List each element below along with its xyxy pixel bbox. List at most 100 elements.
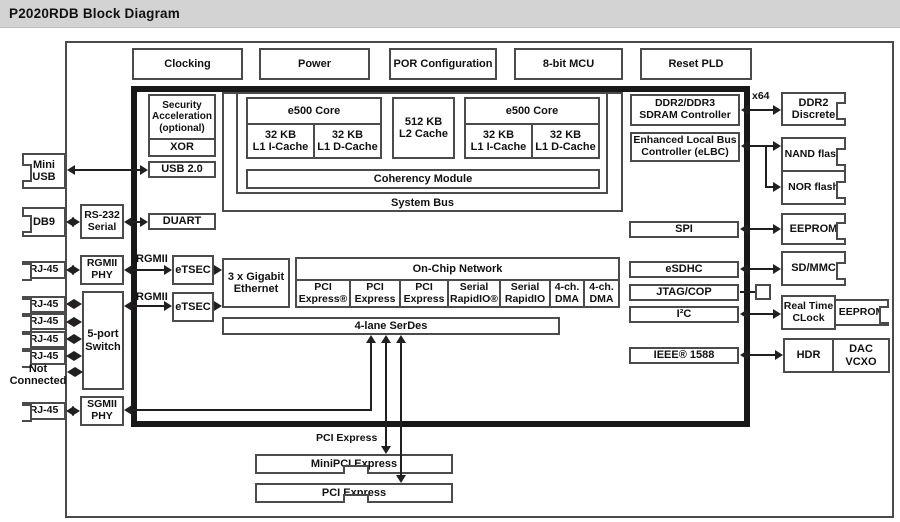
rs232-serial: RS-232 Serial	[80, 204, 124, 239]
etsec1-block: eTSEC	[172, 255, 214, 285]
rj45-connector-2: RJ-45	[22, 296, 66, 316]
core1-l1-dcache: 32 KB L1 D-Cache	[313, 123, 382, 159]
e500-core-1: e500 Core	[246, 97, 382, 125]
coherency-module: Coherency Module	[246, 169, 600, 189]
wire-arrow	[366, 335, 376, 343]
rj45-connector-5: RJ-45	[22, 348, 66, 368]
wire-arrow	[740, 224, 748, 234]
block-por-configuration: POR Configuration	[389, 48, 497, 80]
minipci-express-slot: MiniPCI Express	[255, 454, 453, 474]
cell-pci-express-1: PCI Express®	[297, 281, 351, 306]
coherency-domain	[236, 92, 608, 194]
pci-express-wire-label: PCI Express	[316, 432, 378, 444]
wire-arrow	[124, 405, 132, 415]
jtag-header-pad	[755, 284, 771, 300]
wire-arrow	[740, 264, 748, 274]
wire	[400, 343, 402, 475]
etsec2-block: eTSEC	[172, 292, 214, 322]
mini-usb-connector: Mini USB	[22, 153, 66, 189]
wire-arrow	[396, 475, 406, 483]
security-acceleration: Security Acceleration (optional)	[148, 94, 216, 140]
nor-flash: NOR flash	[781, 170, 846, 205]
i2c-block: I²C	[629, 306, 739, 323]
wire-arrow	[741, 141, 749, 151]
wire	[130, 269, 166, 271]
core2-l1-icache: 32 KB L1 I-Cache	[464, 123, 533, 159]
wire-arrow	[773, 224, 781, 234]
five-port-switch: 5-port Switch	[82, 291, 124, 390]
cell-serial-rapidio-1: Serial RapidIO®	[449, 281, 501, 306]
rgmii-wire-label-2: RGMII	[136, 291, 168, 303]
wire	[370, 343, 372, 411]
block-8bit-mcu: 8-bit MCU	[514, 48, 623, 80]
sgmii-phy: SGMII PHY	[80, 396, 124, 426]
wire-arrow	[740, 350, 748, 360]
esdhc-block: eSDHC	[629, 261, 739, 278]
wire-arrow	[381, 335, 391, 343]
on-chip-network-title: On-Chip Network	[297, 259, 618, 281]
block-reset-pld: Reset PLD	[640, 48, 752, 80]
elbc-controller: Enhanced Local Bus Controller (eLBC)	[630, 132, 740, 162]
wire-arrow	[741, 105, 749, 115]
core1-l1-icache: 32 KB L1 I-Cache	[246, 123, 315, 159]
not-connected-label: Not Connected	[9, 363, 67, 388]
wire-arrow	[74, 317, 82, 327]
wire-arrow	[773, 141, 781, 151]
page-title: P2020RDB Block Diagram	[9, 6, 180, 21]
wire-arrow	[773, 264, 781, 274]
dac-vcxo: DAC VCXO	[832, 338, 890, 373]
wire	[746, 268, 775, 270]
wire-arrow	[164, 301, 172, 311]
e500-core-2: e500 Core	[464, 97, 600, 125]
x64-bus-label: x64	[752, 90, 770, 102]
wire-arrow	[124, 217, 132, 227]
wire-arrow	[74, 351, 82, 361]
wire	[130, 305, 166, 307]
rtc-eeprom: EEPROM	[834, 299, 889, 326]
spi-block: SPI	[629, 221, 739, 238]
cell-dma-2: 4-ch. DMA	[589, 280, 614, 305]
ddr-sdram-controller: DDR2/DDR3 SDRAM Controller	[630, 94, 740, 126]
on-chip-network: On-Chip Network PCI Express® PCI Express…	[295, 257, 620, 308]
wire	[130, 409, 372, 411]
wire-arrow	[72, 217, 80, 227]
wire-arrow	[66, 265, 74, 275]
wire-arrow	[72, 265, 80, 275]
wire-arrow	[773, 182, 781, 192]
usb2-controller: USB 2.0	[148, 161, 216, 178]
wire-arrow	[74, 299, 82, 309]
wire-arrow	[75, 367, 83, 377]
wire	[73, 169, 142, 171]
jtag-cop-block: JTAG/COP	[629, 284, 739, 301]
wire-arrow	[381, 446, 391, 454]
wire-arrow	[140, 217, 148, 227]
core2-l1-dcache: 32 KB L1 D-Cache	[531, 123, 600, 159]
wire	[746, 313, 775, 315]
wire	[385, 343, 387, 446]
block-clocking: Clocking	[132, 48, 243, 80]
cell-pci-express-3: PCI Express	[401, 281, 449, 306]
wire-arrow	[164, 265, 172, 275]
wire-arrow	[66, 299, 74, 309]
system-bus-label: System Bus	[391, 197, 454, 209]
rgmii-wire-label-1: RGMII	[136, 253, 168, 265]
wire-arrow	[72, 406, 80, 416]
wire-arrow	[67, 367, 75, 377]
wire	[747, 145, 774, 147]
wire-arrow	[140, 165, 148, 175]
wire-arrow	[66, 351, 74, 361]
wire-arrow	[740, 309, 748, 319]
rj45-connector-3: RJ-45	[22, 313, 66, 333]
wire	[130, 221, 142, 223]
sd-mmc-device: SD/MMC	[781, 251, 846, 286]
on-chip-network-row: PCI Express® PCI Express PCI Express Ser…	[297, 281, 618, 306]
ddr2-discrete: DDR2 Discrete	[781, 92, 846, 126]
wire-arrow	[66, 217, 74, 227]
wire	[740, 291, 755, 293]
xor-block: XOR	[148, 138, 216, 157]
wire	[765, 186, 774, 188]
l2-cache: 512 KB L2 Cache	[392, 97, 455, 159]
cell-serial-rapidio-2: Serial RapidIO	[501, 281, 551, 306]
wire-arrow	[66, 317, 74, 327]
